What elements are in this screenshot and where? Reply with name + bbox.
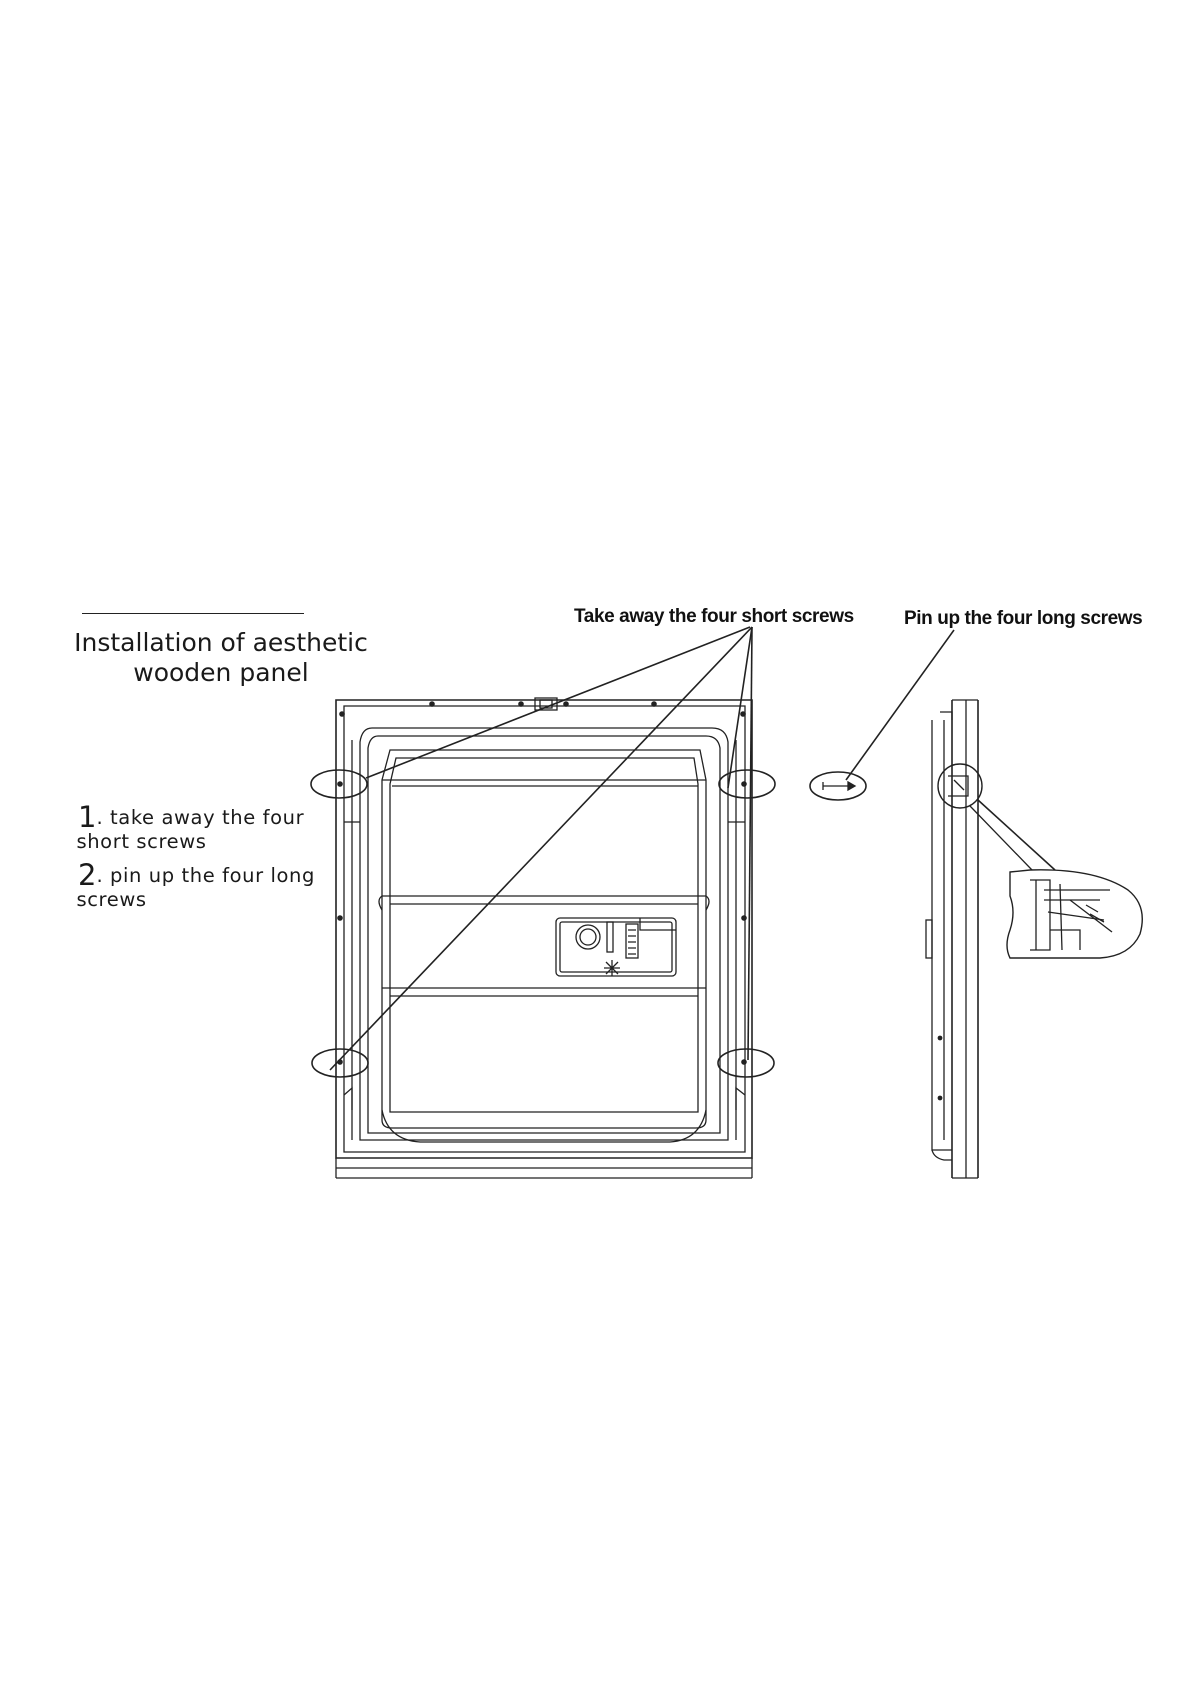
door-front-view [310,697,776,1179]
step-2-line-1: . pin up the four long [96,864,315,887]
title-line-1: Installation of aesthetic [74,628,368,657]
step-1-line-1: . take away the four [96,806,305,829]
step-2-line-2: screws [76,888,147,911]
step-1-number: 1 [78,800,97,834]
title-rule [82,613,304,614]
callout-long-screws: Pin up the four long screws [904,608,1143,629]
long-screw [809,629,955,801]
magnified-detail [1006,869,1143,959]
door-side-view [925,699,1056,1179]
step-1-line-2: short screws [76,830,207,853]
callout-short-screws: Take away the four short screws [574,606,854,627]
step-2-number: 2 [78,858,97,892]
short-screws-leaders [329,626,753,1071]
title-line-2: wooden panel [133,658,309,687]
page-title: Installation of aesthetic wooden panel [66,628,376,688]
